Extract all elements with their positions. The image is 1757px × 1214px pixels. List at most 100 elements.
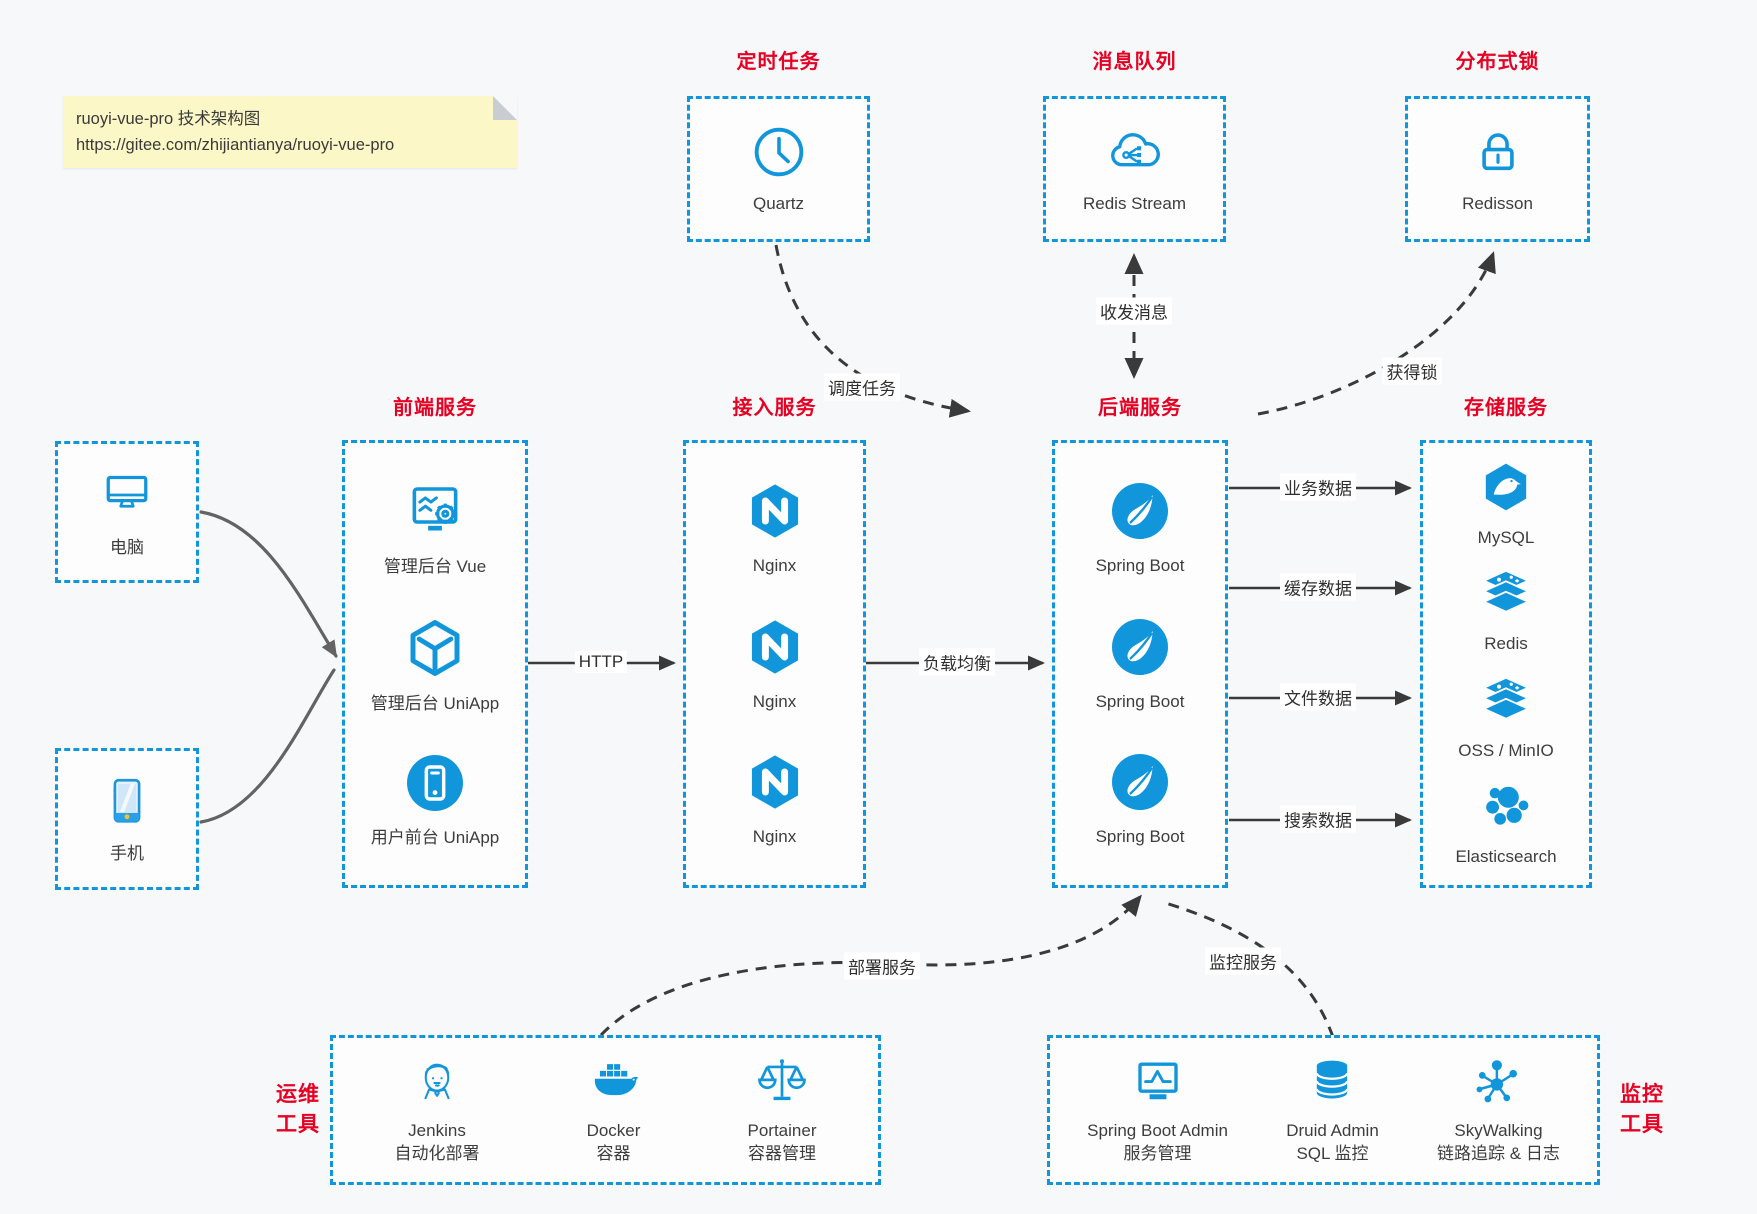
box-quartz: Quartz bbox=[687, 96, 870, 242]
node-redisson: Redisson bbox=[1462, 123, 1533, 216]
box-frontend: 管理后台 Vue 管理后台 UniApp 用户前台 UniApp bbox=[342, 440, 528, 888]
edge-label-cache-data: 缓存数据 bbox=[1280, 573, 1356, 601]
node-label: Elasticsearch bbox=[1455, 847, 1557, 867]
node-label: OSS / MinIO bbox=[1458, 740, 1554, 760]
node-label: Quartz bbox=[752, 193, 805, 213]
node-user-uniapp: 用户前台 UniApp bbox=[371, 751, 499, 850]
node-redis: Redis bbox=[1478, 565, 1534, 656]
edge-label-search-data: 搜索数据 bbox=[1280, 805, 1356, 833]
note-title: ruoyi-vue-pro 技术架构图 bbox=[76, 110, 261, 128]
title-message-queue: 消息队列 bbox=[1092, 51, 1177, 73]
edge-label-acquire-lock: 获得锁 bbox=[1382, 357, 1442, 385]
title-storage: 存储服务 bbox=[1464, 397, 1548, 419]
edge-label-monitor-service: 监控服务 bbox=[1205, 947, 1281, 975]
oss-stack-icon bbox=[1478, 672, 1534, 733]
node-mysql: MySQL bbox=[1477, 459, 1535, 550]
node-nginx-1: Nginx bbox=[743, 479, 807, 578]
box-backend: Spring Boot Spring Boot Spring Boot bbox=[1052, 440, 1228, 888]
node-label: Nginx bbox=[752, 826, 797, 846]
box-storage: MySQL Redis OSS / MinIO Elasticsearch bbox=[1420, 440, 1592, 888]
node-oss-minio: OSS / MinIO bbox=[1458, 672, 1554, 763]
node-quartz: Quartz bbox=[750, 123, 808, 216]
mysql-icon bbox=[1478, 459, 1534, 520]
node-elasticsearch: Elasticsearch bbox=[1455, 778, 1557, 869]
spring-admin-icon bbox=[1131, 1054, 1185, 1113]
jenkins-icon bbox=[410, 1054, 464, 1113]
edge-label-schedule-task: 调度任务 bbox=[824, 373, 900, 401]
node-pc: 电脑 bbox=[97, 465, 157, 560]
node-nginx-3: Nginx bbox=[743, 750, 807, 849]
node-spring-boot-1: Spring Boot bbox=[1095, 479, 1185, 578]
title-ops-tools: 运维 工具 bbox=[276, 1083, 320, 1137]
nginx-icon bbox=[743, 750, 807, 819]
node-admin-vue: 管理后台 Vue bbox=[384, 478, 486, 579]
node-label: Nginx bbox=[752, 556, 797, 576]
box-redisson: Redisson bbox=[1405, 96, 1590, 242]
edge-pc-to-frontend bbox=[199, 510, 338, 658]
edge-label-send-receive-message: 收发消息 bbox=[1096, 297, 1172, 325]
edge-acquire-lock bbox=[1257, 251, 1496, 416]
lock-icon bbox=[1469, 123, 1527, 186]
node-label: 管理后台 UniApp bbox=[370, 693, 500, 713]
node-label: Redis bbox=[1484, 634, 1528, 654]
edge-label-business-data: 业务数据 bbox=[1280, 473, 1356, 501]
box-pc-client: 电脑 bbox=[55, 441, 199, 583]
phone-icon bbox=[98, 773, 156, 836]
docker-icon bbox=[587, 1054, 641, 1113]
spring-boot-icon bbox=[1108, 479, 1172, 548]
title-monitor-tools: 监控 工具 bbox=[1620, 1083, 1664, 1137]
node-label: 用户前台 UniApp bbox=[370, 827, 500, 847]
node-label: MySQL bbox=[1477, 527, 1535, 547]
node-spring-boot-2: Spring Boot bbox=[1096, 615, 1184, 714]
sticky-note-fold bbox=[493, 96, 517, 120]
nginx-icon bbox=[743, 615, 807, 684]
node-label: Redisson bbox=[1462, 193, 1533, 213]
title-gateway: 接入服务 bbox=[732, 397, 817, 419]
title-frontend: 前端服务 bbox=[393, 397, 477, 419]
node-spring-boot-3: Spring Boot bbox=[1095, 750, 1185, 849]
elasticsearch-icon bbox=[1478, 778, 1534, 839]
druid-icon bbox=[1305, 1054, 1359, 1113]
cloud-stream-icon bbox=[1105, 123, 1163, 186]
edge-label-load-balance: 负载均衡 bbox=[919, 648, 995, 676]
desktop-icon bbox=[97, 465, 157, 530]
title-distributed-lock: 分布式锁 bbox=[1455, 51, 1540, 73]
node-label: 电脑 bbox=[110, 537, 144, 557]
nginx-icon bbox=[743, 479, 807, 548]
uniapp-cube-icon bbox=[402, 615, 468, 686]
node-label: Spring Boot bbox=[1095, 556, 1185, 576]
node-label: Spring Boot bbox=[1095, 826, 1185, 846]
edge-label-http: HTTP bbox=[574, 651, 628, 673]
sticky-note: ruoyi-vue-pro 技术架构图 https://gitee.com/zh… bbox=[63, 96, 517, 168]
edge-label-deploy-service: 部署服务 bbox=[844, 952, 920, 980]
user-app-icon bbox=[403, 751, 467, 820]
note-url: https://gitee.com/zhijiantianya/ruoyi-vu… bbox=[76, 135, 395, 154]
node-label: Redis Stream bbox=[1083, 193, 1186, 213]
portainer-icon bbox=[755, 1054, 809, 1113]
node-label: 管理后台 Vue bbox=[383, 557, 487, 577]
redis-stack-icon bbox=[1478, 565, 1534, 626]
clock-icon bbox=[750, 123, 808, 186]
skywalking-icon bbox=[1471, 1054, 1525, 1113]
node-admin-uniapp: 管理后台 UniApp bbox=[371, 615, 499, 716]
title-scheduled-task: 定时任务 bbox=[736, 51, 821, 73]
node-label: 手机 bbox=[110, 843, 144, 863]
box-redis-stream: Redis Stream bbox=[1043, 96, 1226, 242]
title-backend: 后端服务 bbox=[1098, 397, 1182, 419]
node-phone: 手机 bbox=[98, 773, 156, 866]
box-gateway: Nginx Nginx Nginx bbox=[683, 440, 866, 888]
box-phone-client: 手机 bbox=[55, 748, 199, 890]
node-redis-stream: Redis Stream bbox=[1083, 123, 1186, 216]
